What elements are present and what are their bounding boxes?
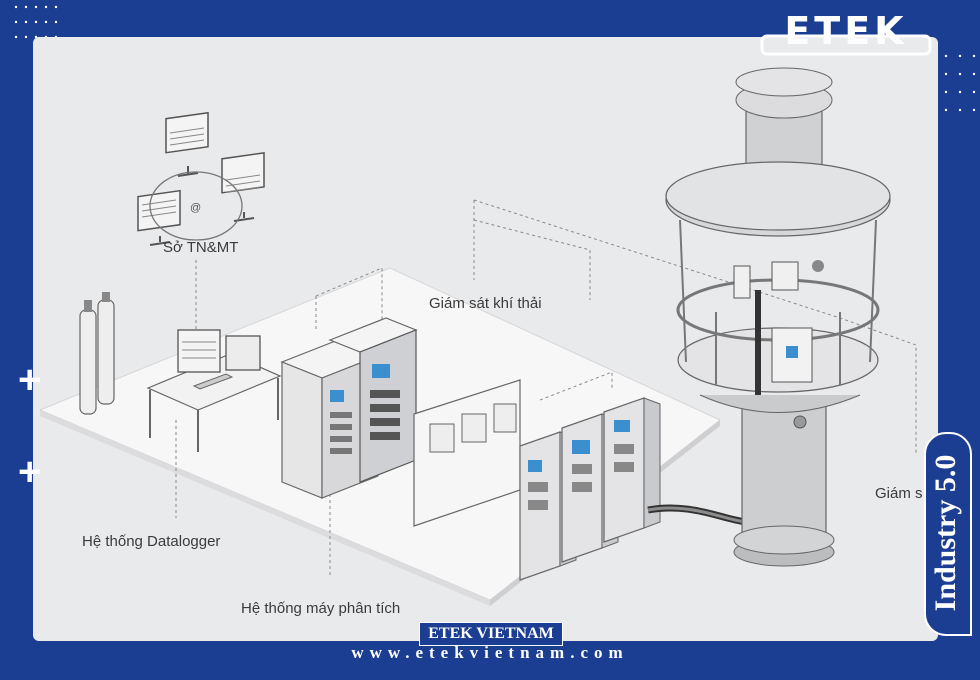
analyzer-cabinet — [603, 397, 661, 543]
system-diagram: @ — [38, 67, 917, 606]
gas-cylinder-icon — [79, 292, 115, 415]
svg-text:ETEK: ETEK — [784, 9, 907, 53]
monitor-icon — [165, 111, 209, 177]
diagram-panel: @ — [33, 37, 938, 641]
label-monitoring-cut: Giám s — [875, 485, 923, 502]
plus-icon: + — [18, 358, 42, 402]
monitor-icon — [137, 189, 181, 246]
chimney-stack — [665, 67, 891, 567]
datalogger-desk — [146, 329, 282, 452]
at-icon: @ — [190, 202, 201, 214]
label-datalogger: Hệ thống Datalogger — [82, 533, 221, 550]
dot-grid-right — [944, 54, 976, 112]
label-monitoring: Giám sát khí thải — [429, 295, 542, 312]
etek-logo: ETEK — [760, 9, 932, 56]
label-so-tnmt: Sở TN&MT — [163, 239, 239, 256]
monitor-icon — [221, 152, 265, 222]
label-analyzer: Hệ thống máy phân tích — [241, 600, 401, 617]
plus-icon: + — [18, 450, 42, 494]
website-url[interactable]: www.etekvietnam.com — [351, 643, 629, 662]
industry-tab — [924, 432, 972, 636]
industry-tagline: Industry 5.0 — [929, 454, 962, 612]
brand-name-badge: ETEK VIETNAM — [419, 622, 563, 646]
